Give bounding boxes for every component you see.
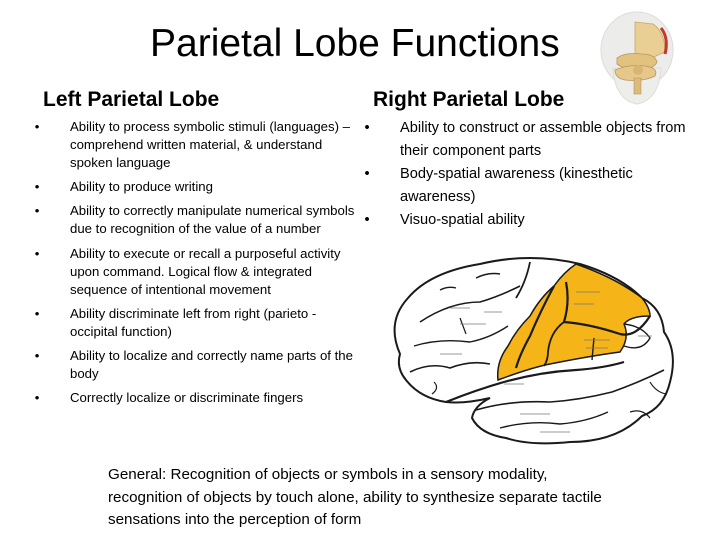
list-item-text: Ability to correctly manipulate numerica…	[70, 203, 355, 237]
slide-title: Parietal Lobe Functions	[150, 22, 560, 65]
list-item: • Visuo-spatial ability	[360, 209, 700, 232]
right-parietal-heading: Right Parietal Lobe	[373, 88, 565, 111]
list-item: • Ability to construct or assemble object…	[360, 117, 700, 163]
list-item-text: Body-spatial awareness (kinesthetic awar…	[400, 166, 633, 205]
right-parietal-list: • Ability to construct or assemble object…	[360, 117, 700, 232]
bullet-icon: •	[34, 245, 40, 261]
bullet-icon: •	[364, 166, 370, 182]
list-item-text: Ability to execute or recall a purposefu…	[70, 245, 341, 297]
list-item: • Correctly localize or discriminate fing…	[30, 389, 355, 407]
bullet-icon: •	[364, 212, 370, 228]
bullet-icon: •	[34, 305, 40, 321]
skull-brain-icon	[600, 11, 674, 105]
list-item-text: Correctly localize or discriminate finge…	[70, 390, 304, 406]
list-item-text: Ability to construct or assemble objects…	[400, 120, 686, 159]
list-item: • Ability discriminate left from right (p…	[30, 305, 355, 341]
bullet-icon: •	[364, 120, 370, 136]
list-item-text: Ability discriminate left from right (pa…	[70, 305, 317, 339]
general-summary: General: Recognition of objects or symbo…	[108, 466, 602, 528]
bullet-icon: •	[34, 348, 40, 364]
list-item: • Ability to correctly manipulate numeric…	[30, 202, 355, 238]
left-parietal-heading: Left Parietal Lobe	[43, 88, 220, 111]
list-item-text: Ability to produce writing	[70, 179, 213, 195]
list-item: • Ability to process symbolic stimuli (la…	[30, 118, 355, 172]
bullet-icon: •	[34, 119, 40, 134]
list-item-text: Visuo-spatial ability	[400, 212, 525, 228]
list-item-text: Ability to process symbolic stimuli (lan…	[70, 119, 350, 171]
bullet-icon: •	[34, 203, 40, 219]
list-item: • Ability to execute or recall a purposef…	[30, 245, 355, 299]
list-item-text: Ability to localize and correctly name p…	[70, 348, 353, 382]
bullet-icon: •	[34, 179, 40, 195]
bullet-icon: •	[34, 390, 40, 406]
list-item: • Ability to produce writing	[30, 178, 355, 196]
left-parietal-list: • Ability to process symbolic stimuli (la…	[30, 118, 355, 413]
list-item: • Ability to localize and correctly name …	[30, 347, 355, 383]
brain-lateral-icon	[393, 257, 674, 445]
skull-brain-image	[585, 8, 690, 108]
list-item: • Body-spatial awareness (kinesthetic awa…	[360, 163, 700, 209]
brain-diagram	[380, 242, 690, 448]
